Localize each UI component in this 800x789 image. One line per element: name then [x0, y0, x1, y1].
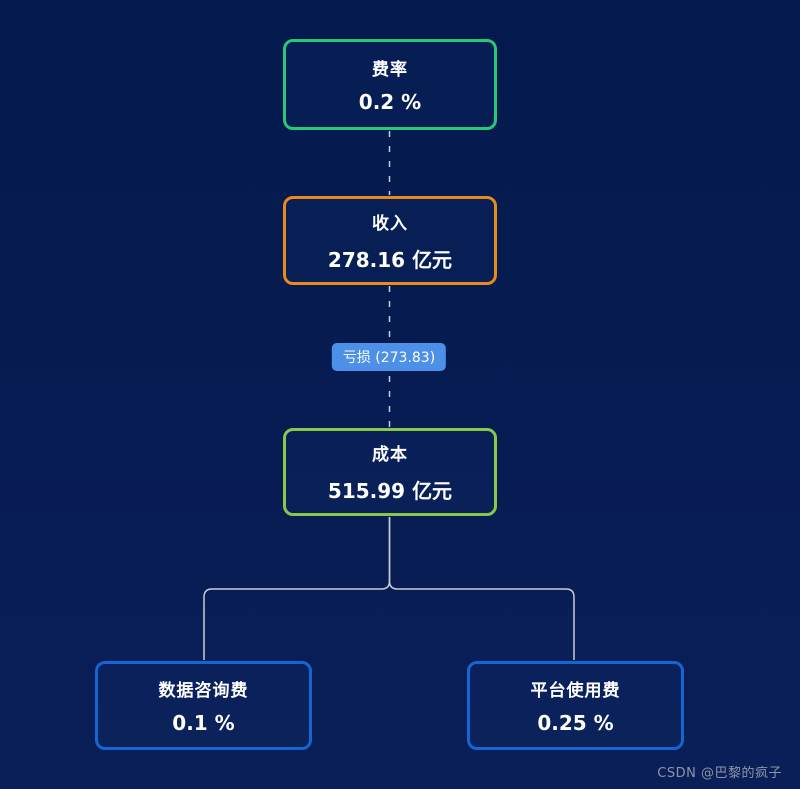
node-platform-fee-label: 平台使用费: [530, 681, 621, 701]
node-data-fee[interactable]: 数据咨询费 0.1 %: [95, 661, 312, 750]
edge-cost-platformfee: [388, 517, 575, 660]
node-revenue[interactable]: 收入 278.16 亿元: [283, 196, 497, 285]
node-data-fee-value: 0.1 %: [172, 711, 235, 735]
watermark: CSDN @巴黎的疯子: [657, 766, 782, 781]
edge-cost-datafee: [203, 517, 391, 660]
node-platform-fee[interactable]: 平台使用费 0.25 %: [467, 661, 684, 750]
edge-label-loss: 亏损 (273.83): [331, 343, 447, 371]
node-rate[interactable]: 费率 0.2 %: [283, 39, 497, 130]
node-cost-label: 成本: [372, 445, 408, 465]
node-cost-value: 515.99 亿元: [327, 479, 453, 503]
node-rate-value: 0.2 %: [358, 90, 422, 114]
node-rate-label: 费率: [372, 60, 408, 80]
edge-label-loss-text: 亏损 (273.83): [342, 350, 436, 366]
node-revenue-label: 收入: [372, 213, 408, 234]
node-platform-fee-value: 0.25 %: [537, 711, 614, 735]
node-cost[interactable]: 成本 515.99 亿元: [283, 428, 497, 516]
node-data-fee-label: 数据咨询费: [158, 681, 249, 701]
node-revenue-value: 278.16 亿元: [327, 247, 453, 272]
